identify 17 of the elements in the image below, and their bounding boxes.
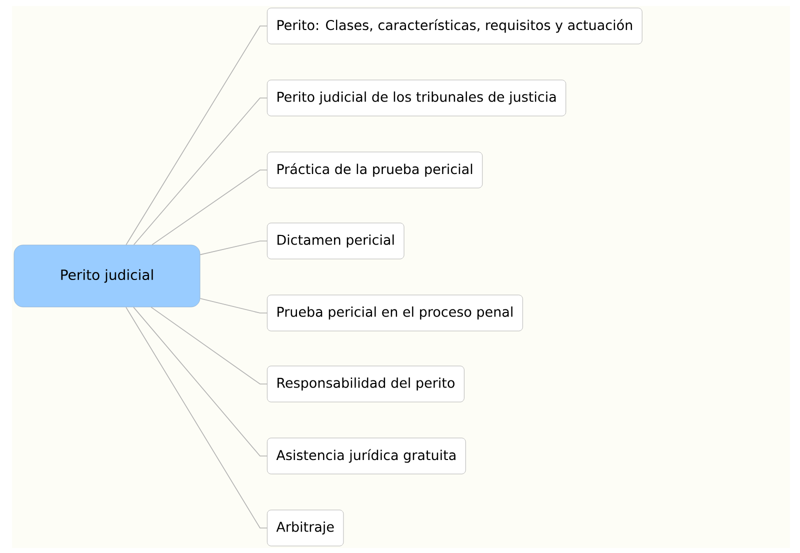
topic-box: Arbitraje: [267, 510, 344, 546]
root-box: Perito judicial: [14, 244, 200, 308]
branch-line: [152, 170, 268, 246]
branch-line: [133, 306, 268, 456]
topic-box: Práctica de la prueba pericial: [267, 152, 483, 188]
topic-box: Perito judicial de los tribunales de justicia: [267, 80, 566, 116]
branch-line: [200, 240, 268, 256]
branch-line: [126, 26, 268, 246]
branch-line: [126, 306, 268, 528]
topic-box: Prueba pericial en el proceso penal: [267, 294, 523, 332]
topic-box: Asistencia jurídica gratuita: [267, 438, 466, 474]
topic-box: Dictamen pericial: [267, 222, 404, 260]
topic-box: Perito: Clases, características, requisitos y actuación: [267, 8, 642, 44]
topic-box: Responsabilidad del perito: [267, 366, 464, 402]
branch-line: [200, 298, 268, 314]
branch-line: [150, 306, 268, 384]
branch-line: [133, 98, 268, 246]
